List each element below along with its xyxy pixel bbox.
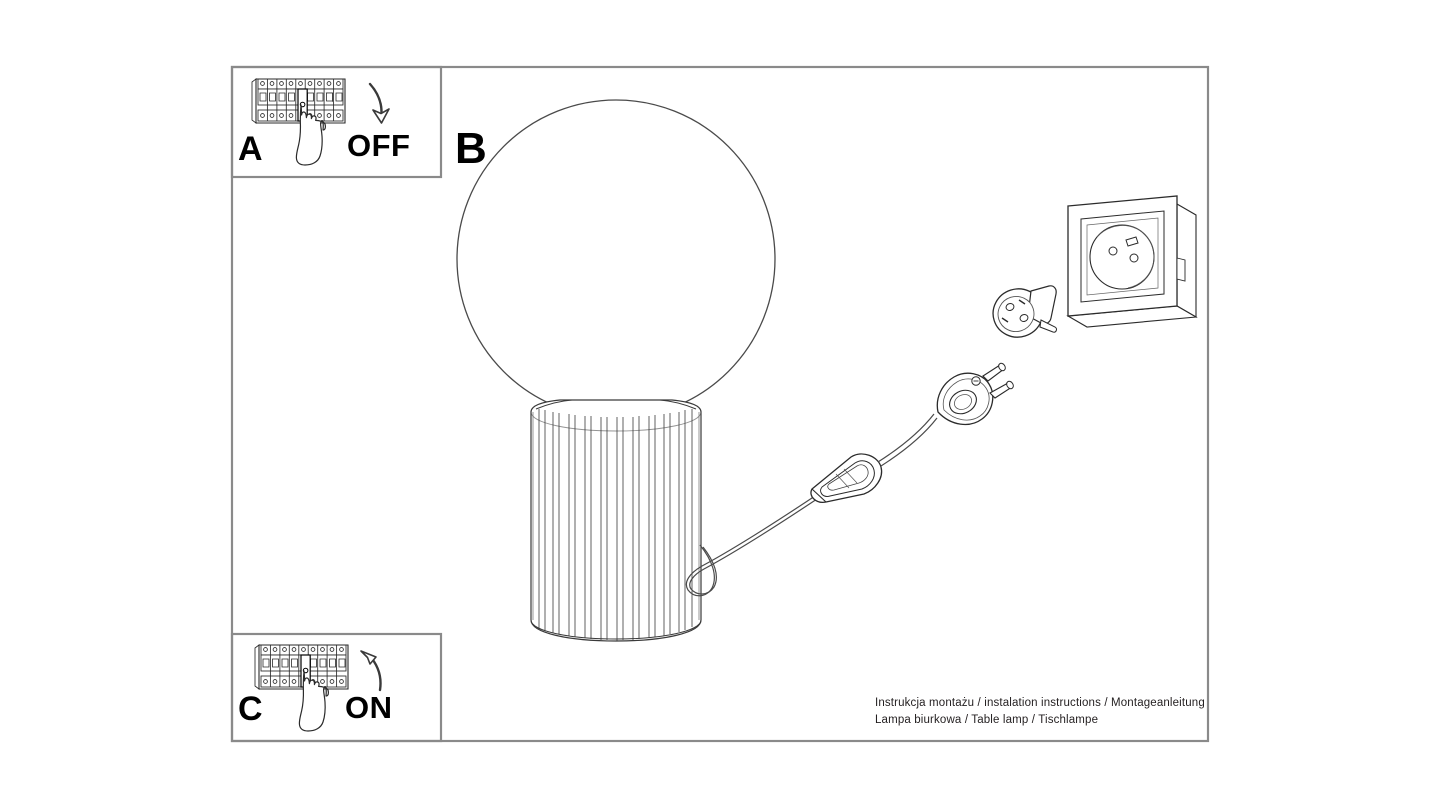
wall-socket[interactable] — [1066, 195, 1198, 328]
caption-line-instructions: Instrukcja montażu / instalation instruc… — [875, 697, 1205, 709]
panel-b-lamp — [456, 99, 1198, 642]
panel-a-state-label: OFF — [347, 128, 411, 163]
euro-plug[interactable] — [936, 362, 1014, 426]
circuit-breaker-panel-c — [254, 644, 349, 690]
panel-a — [230, 65, 443, 179]
lamp-globe — [456, 99, 776, 419]
panel-a-letter: A — [238, 130, 263, 168]
caption-line-product: Lampa biurkowa / Table lamp / Tischlampe — [875, 714, 1099, 726]
sheet-border — [230, 65, 1210, 743]
arrow-down-off — [368, 82, 390, 124]
arrow-up-on — [360, 650, 382, 692]
power-cord — [685, 493, 821, 597]
inline-cord-switch[interactable] — [810, 453, 883, 503]
schuko-adapter[interactable] — [987, 282, 1057, 343]
hand-icon-a — [295, 104, 326, 166]
hand-icon-c — [298, 670, 329, 732]
cord-to-plug — [877, 413, 938, 467]
panel-b-letter: B — [455, 124, 487, 173]
caption: Instrukcja montażu / instalation instruc… — [875, 695, 1205, 729]
panel-c — [230, 632, 443, 743]
panel-c-letter: C — [238, 690, 263, 728]
plug-pins — [982, 362, 1014, 399]
lamp-base — [530, 399, 702, 642]
panel-c-state-label: ON — [345, 690, 393, 725]
circuit-breaker-panel-a — [251, 78, 346, 124]
